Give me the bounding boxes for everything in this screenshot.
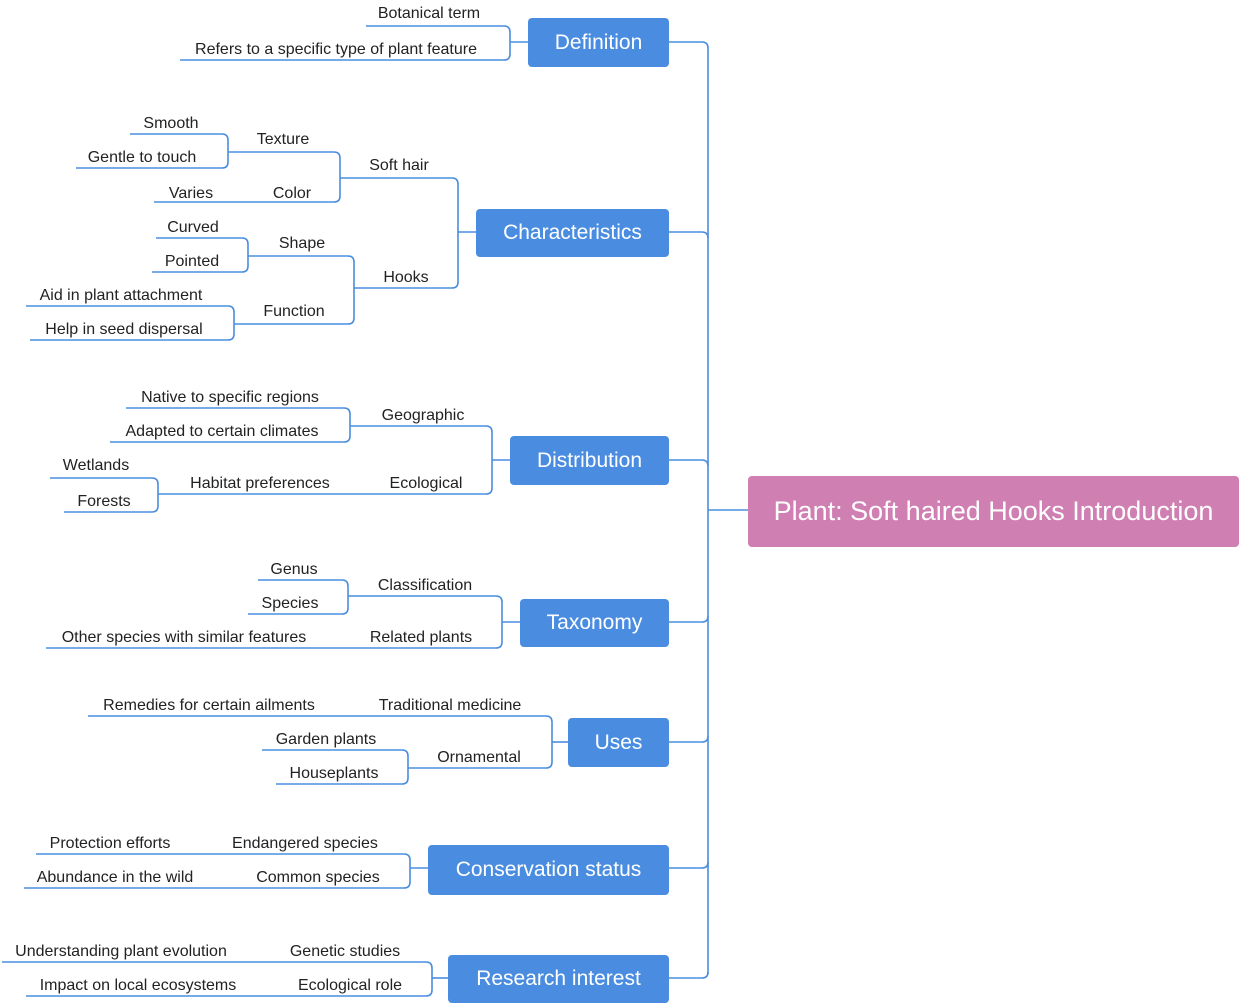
traditional-label: Traditional medicine: [379, 697, 522, 714]
geographic-item: Adapted to certain climates: [126, 423, 319, 440]
ecological-role-label: Ecological role: [298, 977, 402, 994]
connector-taxonomy: [669, 615, 709, 623]
connector-characteristics: [669, 231, 709, 239]
function-label: Function: [263, 303, 324, 320]
geographic-label: Geographic: [382, 407, 465, 424]
shape-label: Shape: [279, 235, 325, 252]
ornamental-label: Ornamental: [437, 749, 521, 766]
connector-geographic-items: [110, 407, 351, 443]
texture-item: Smooth: [143, 115, 198, 132]
connector-lines: [2, 25, 748, 997]
connector-research-items: [2, 961, 433, 997]
genetic-label: Genetic studies: [290, 943, 400, 960]
definition-item: Botanical term: [378, 5, 480, 22]
habitat-item: Wetlands: [63, 457, 129, 474]
root-node-label: Plant: Soft haired Hooks Introduction: [773, 496, 1214, 526]
branch-taxonomy-label: Taxonomy: [546, 611, 643, 634]
connector-texture-color: [154, 151, 341, 203]
geographic-item: Native to specific regions: [141, 389, 319, 406]
leaf-labels: Botanical term Refers to a specific type…: [15, 5, 521, 994]
branch-distribution[interactable]: Distribution: [510, 436, 669, 485]
ecological-role-item: Impact on local ecosystems: [40, 977, 237, 994]
classification-label: Classification: [378, 577, 472, 594]
branch-taxonomy[interactable]: Taxonomy: [520, 599, 669, 647]
branch-characteristics[interactable]: Characteristics: [476, 209, 669, 257]
classification-item: Genus: [270, 561, 317, 578]
shape-item: Pointed: [165, 253, 219, 270]
root-node[interactable]: Plant: Soft haired Hooks Introduction: [748, 476, 1239, 547]
connector-conservation: [669, 861, 709, 869]
texture-label: Texture: [257, 131, 310, 148]
branch-research[interactable]: Research interest: [448, 955, 669, 1003]
shape-item: Curved: [167, 219, 219, 236]
ecological-label: Ecological: [390, 475, 463, 492]
connector-habitat-items: [50, 477, 159, 513]
connector-shape-items: [152, 237, 249, 273]
connector-conservation-items: [24, 853, 411, 889]
branch-uses[interactable]: Uses: [568, 718, 669, 767]
branch-definition[interactable]: Definition: [528, 18, 669, 67]
branch-uses-label: Uses: [594, 730, 643, 754]
ornamental-item: Garden plants: [276, 731, 377, 748]
endangered-label: Endangered species: [232, 835, 378, 852]
connector-geographic-ecological: [158, 425, 493, 495]
connector-research: [669, 971, 709, 979]
branch-conservation[interactable]: Conservation status: [428, 845, 669, 895]
genetic-item: Understanding plant evolution: [15, 943, 227, 960]
connector-uses: [669, 735, 709, 743]
color-item: Varies: [169, 185, 213, 202]
connector-definition: [669, 41, 709, 49]
related-item: Other species with similar features: [62, 629, 307, 646]
branch-conservation-label: Conservation status: [455, 858, 642, 881]
connector-definition-items: [180, 25, 511, 61]
habitat-label: Habitat preferences: [190, 475, 330, 492]
endangered-item: Protection efforts: [50, 835, 171, 852]
connector-texture-items: [76, 133, 229, 169]
common-item: Abundance in the wild: [37, 869, 194, 886]
habitat-item: Forests: [77, 493, 130, 510]
connector-classification-items: [248, 579, 349, 615]
function-item: Help in seed dispersal: [45, 321, 202, 338]
texture-item: Gentle to touch: [88, 149, 197, 166]
branch-definition-label: Definition: [554, 30, 643, 54]
connector-traditional-ornamental: [88, 715, 553, 769]
hooks-label: Hooks: [383, 269, 428, 286]
connector-function-items: [26, 305, 235, 341]
traditional-item: Remedies for certain ailments: [103, 697, 315, 714]
classification-item: Species: [262, 595, 319, 612]
definition-item: Refers to a specific type of plant featu…: [195, 41, 477, 58]
connector-shape-function: [234, 255, 355, 325]
color-label: Color: [273, 185, 312, 202]
common-label: Common species: [256, 869, 380, 886]
related-label: Related plants: [370, 629, 472, 646]
soft-hair-label: Soft hair: [369, 157, 429, 174]
branch-distribution-label: Distribution: [536, 448, 643, 472]
connector-classification-related: [46, 595, 503, 649]
connector-distribution: [669, 459, 709, 467]
branch-research-label: Research interest: [476, 967, 641, 990]
ornamental-item: Houseplants: [290, 765, 379, 782]
connector-soft-hair-hooks: [340, 177, 459, 289]
branch-characteristics-label: Characteristics: [503, 221, 642, 244]
function-item: Aid in plant attachment: [40, 287, 203, 304]
connector-ornamental-items: [262, 749, 409, 785]
